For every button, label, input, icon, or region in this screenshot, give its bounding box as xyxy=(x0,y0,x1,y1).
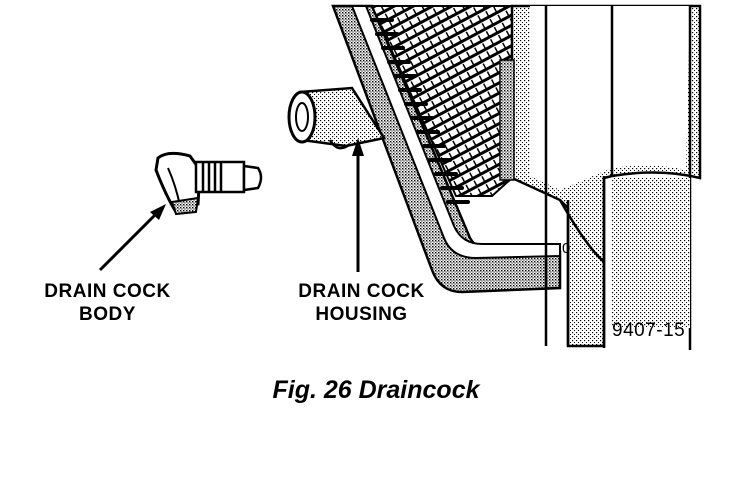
radiator-core xyxy=(370,5,513,197)
radiator-tube-slats xyxy=(370,18,470,204)
leader-line-body xyxy=(98,204,166,272)
figure-caption: Fig. 26 Draincock xyxy=(272,376,480,404)
drain-cock-body-icon xyxy=(154,151,263,216)
radiator-tank-icon xyxy=(331,4,702,350)
radiator-tank-face xyxy=(530,6,690,190)
callout-drain-cock-housing: DRAIN COCK HOUSING xyxy=(284,280,439,326)
radiator-tank-inner-shade xyxy=(499,59,515,181)
callout-housing-line2: HOUSING xyxy=(315,304,408,325)
drain-cock-housing-icon xyxy=(287,86,387,150)
callout-housing-line1: DRAIN COCK xyxy=(298,281,425,302)
radiator-frame-channel xyxy=(350,5,561,260)
radiator-tank-shade xyxy=(612,178,690,328)
callout-body-line2: BODY xyxy=(79,304,136,325)
tank-marker: 0 xyxy=(562,240,571,257)
figure-id: 9407-15 xyxy=(612,320,686,341)
leader-line-housing xyxy=(352,138,364,272)
callout-drain-cock-body: DRAIN COCK BODY xyxy=(30,280,185,326)
callout-body-line1: DRAIN COCK xyxy=(44,281,171,302)
